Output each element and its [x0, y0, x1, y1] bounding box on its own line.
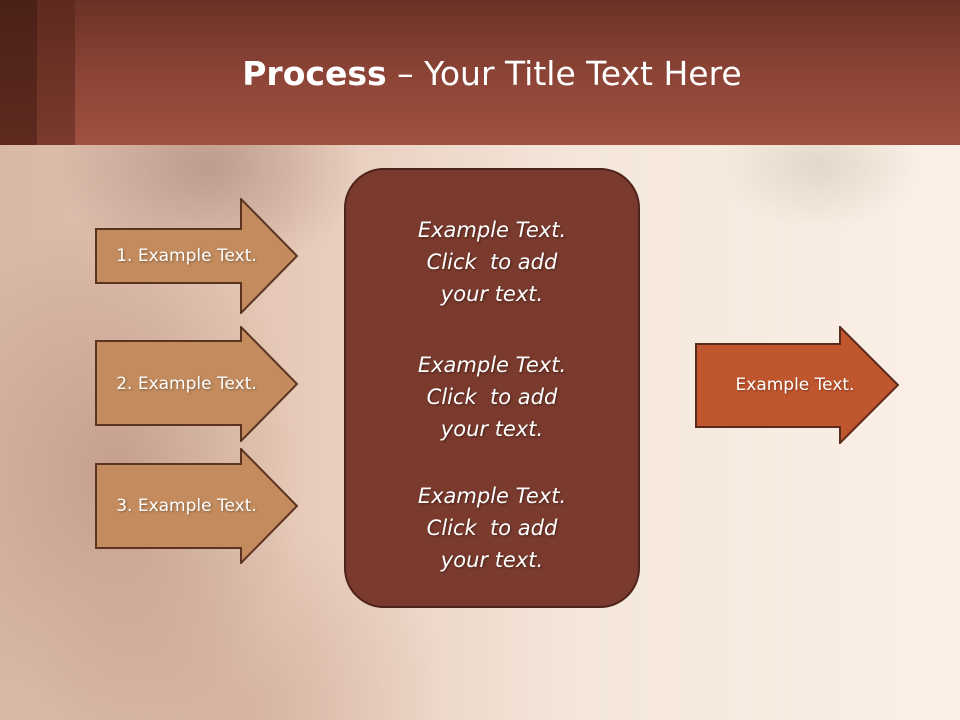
center-text-box[interactable]: Example Text. Click to add your text. Ex… [344, 168, 640, 608]
arrow-label: 2. Example Text. [116, 374, 257, 394]
title-bar [0, 0, 960, 145]
output-arrow[interactable]: Example Text. [695, 326, 899, 444]
center-text-line: Click to add [426, 250, 558, 274]
center-text-line: your text. [440, 417, 544, 441]
center-text-line: Example Text. [417, 353, 567, 377]
arrow-label: Example Text. [735, 375, 855, 395]
arrow-shape [95, 448, 298, 564]
slide-title[interactable]: Process – Your Title Text Here [0, 52, 960, 96]
header-accent-strip [37, 0, 75, 145]
arrow-shape [695, 326, 899, 444]
arrow-shape [95, 198, 298, 314]
center-text-line: Click to add [426, 385, 558, 409]
process-arrow-1[interactable]: 1. Example Text. [95, 198, 298, 314]
arrow-label: 3. Example Text. [116, 496, 257, 516]
center-text-block-1: Example Text. Click to add your text. [346, 214, 638, 310]
arrow-shape [95, 326, 298, 442]
process-arrow-3[interactable]: 3. Example Text. [95, 448, 298, 564]
center-text-line: your text. [440, 282, 544, 306]
process-arrow-2[interactable]: 2. Example Text. [95, 326, 298, 442]
title-text: Your Title Text Here [424, 54, 742, 93]
header-accent-strip [0, 0, 37, 145]
arrow-label: 1. Example Text. [116, 246, 257, 266]
title-bold: Process [242, 54, 387, 93]
center-text-line: Example Text. [417, 218, 567, 242]
center-text-block-2: Example Text. Click to add your text. [346, 349, 638, 445]
center-text-line: Example Text. [417, 484, 567, 508]
center-text-line: your text. [440, 548, 544, 572]
center-text-block-3: Example Text. Click to add your text. [346, 480, 638, 576]
center-text-line: Click to add [426, 516, 558, 540]
title-separator: – [386, 54, 425, 93]
